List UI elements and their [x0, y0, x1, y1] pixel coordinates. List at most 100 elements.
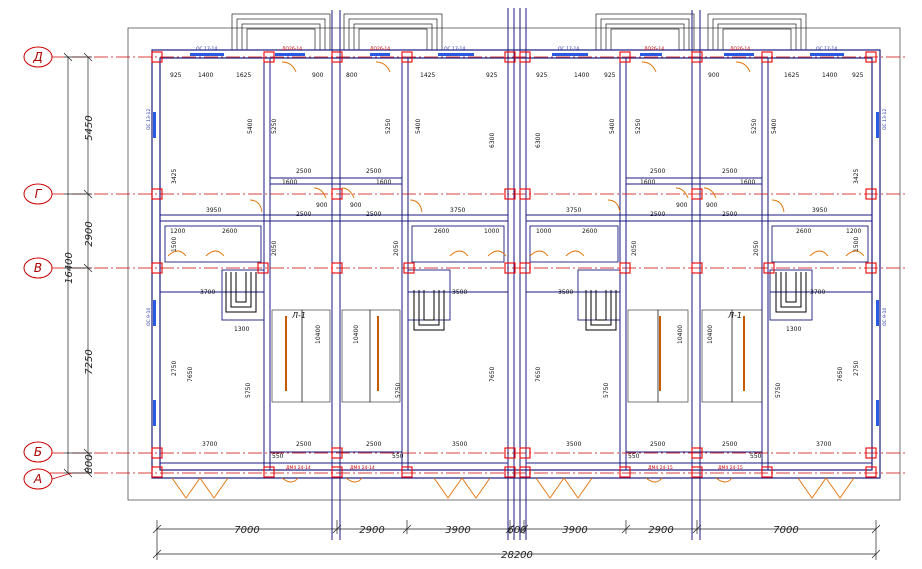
tag-door-bottom-4: ДМ4 24-15	[718, 465, 743, 471]
axis-bubble-d	[23, 46, 53, 68]
rd-top-12: 1400	[822, 72, 837, 79]
axis-label-a: А	[33, 472, 42, 486]
rd-r1-right: 3950	[812, 207, 827, 214]
rh-h4-4: 2050	[753, 241, 760, 256]
rh-h2-3: 5250	[635, 119, 642, 134]
tag-door-top-4: ДО26-14	[730, 46, 750, 52]
rd-mid-c-1: 900	[316, 202, 328, 209]
axis-label-g: Г	[35, 187, 43, 201]
horizontal-walls	[160, 177, 872, 464]
rh-h7-3: 10400	[677, 325, 684, 344]
hdim-1: 2900	[359, 525, 384, 536]
rd-r10-4: 550	[750, 453, 762, 460]
rd-mid-a-3: 2500	[650, 168, 665, 175]
rd-mid-c-2: 900	[350, 202, 362, 209]
rd-mid-a-4: 2500	[722, 168, 737, 175]
axis-label-b: Б	[34, 445, 42, 459]
stair-label-left: Л-1	[291, 311, 306, 320]
tag-window-side-right-2: ОС 9-10	[882, 308, 888, 326]
rh-h5-2: 7650	[489, 367, 496, 382]
rd-r2-right: 3750	[566, 207, 581, 214]
rd-top-3: 900	[312, 72, 324, 79]
rd-top-1: 1400	[198, 72, 213, 79]
top-vent-blocks	[231, 13, 807, 51]
rd-r4-1: 1200	[170, 228, 185, 235]
hdim-0: 7000	[234, 525, 259, 536]
rd-mid-a-7: 2500	[650, 211, 665, 218]
rh-h9-1: 3425	[171, 169, 178, 184]
rd-mid-b-4: 1600	[740, 179, 755, 186]
rh-r5-1: 1500	[171, 237, 178, 252]
stair-flights	[271, 309, 763, 403]
rd-top-9: 925	[604, 72, 616, 79]
vdim-800: 800	[84, 454, 95, 473]
rd-r9-2: 1300	[786, 326, 801, 333]
rd-r7-right: 3700	[816, 441, 831, 448]
axis-bubble-g	[23, 183, 53, 205]
axis-bubble-v	[23, 257, 53, 279]
rd-mid-c-4: 900	[706, 202, 718, 209]
rd-mid-a-bot-2: 2500	[366, 441, 381, 448]
rd-r4-2: 1200	[846, 228, 861, 235]
rd-r3-2: 2600	[434, 228, 449, 235]
tag-window-top-1: ОС 17-14	[196, 46, 217, 52]
rh-h9-2: 3425	[853, 169, 860, 184]
rd-mid-a-5: 2500	[296, 211, 311, 218]
rd-top-4: 800	[346, 72, 358, 79]
rd-r2-left: 3750	[450, 207, 465, 214]
rd-r9-1: 1300	[234, 326, 249, 333]
rh-h2-1: 5250	[271, 119, 278, 134]
rd-r6-1: 1000	[484, 228, 499, 235]
rd-top-8: 1400	[574, 72, 589, 79]
rd-top-2: 1625	[236, 72, 251, 79]
rd-r8-left-top: 3500	[452, 289, 467, 296]
rh-h1-3: 5400	[609, 119, 616, 134]
tag-window-side-right: ОС 13-12	[882, 109, 888, 130]
rh-h1-2: 5400	[415, 119, 422, 134]
rh-h5-3: 7650	[535, 367, 542, 382]
vdim-2900: 2900	[84, 221, 95, 246]
axis-label-v: В	[34, 261, 42, 275]
rh-h1-1: 5400	[247, 119, 254, 134]
rh-h2-4: 5250	[751, 119, 758, 134]
vdim-7250: 7250	[84, 349, 95, 374]
rh-h2-2: 5250	[385, 119, 392, 134]
rd-top-6: 925	[486, 72, 498, 79]
rd-mid-b-3: 1600	[640, 179, 655, 186]
rd-r10-3: 550	[628, 453, 640, 460]
rd-mid-a-2: 2500	[366, 168, 381, 175]
tag-window-side-left: ОС 13-12	[146, 109, 152, 130]
tag-door-top-3: ДО26-14	[644, 46, 664, 52]
rh-h7-4: 10400	[707, 325, 714, 344]
rd-r3-4: 2600	[796, 228, 811, 235]
column-markers	[151, 51, 877, 478]
rh-h5-1: 7650	[187, 367, 194, 382]
rh-h7-2: 10400	[353, 325, 360, 344]
rd-r7-right-top: 3700	[810, 289, 825, 296]
rd-top-0: 925	[170, 72, 182, 79]
rh-h8-2: 2750	[853, 361, 860, 376]
rh-h3-1: 6300	[489, 133, 496, 148]
tag-door-top-2: ДО26-14	[370, 46, 390, 52]
rh-h7-1: 10400	[315, 325, 322, 344]
rd-r10-1: 550	[272, 453, 284, 460]
rh-h3-2: 6300	[535, 133, 542, 148]
hdim-5: 2900	[648, 525, 673, 536]
rh-h4-3: 2050	[631, 241, 638, 256]
rd-top-11: 1625	[784, 72, 799, 79]
rh-h6-3: 5750	[603, 383, 610, 398]
axis-label-d: Д	[32, 50, 42, 64]
rh-h4-1: 2050	[271, 241, 278, 256]
hdim-6: 7000	[773, 525, 798, 536]
rh-h5-4: 7650	[837, 367, 844, 382]
top-windows	[153, 53, 879, 426]
vdim-5450: 5450	[84, 115, 95, 140]
axis-bubble-b	[23, 441, 53, 463]
tag-window-top-3: ОС 17-14	[558, 46, 579, 52]
rd-r7-left: 3700	[202, 441, 217, 448]
hdim-4: 3900	[562, 525, 587, 536]
rh-r5-2: 1500	[853, 237, 860, 252]
rd-mid-a-8: 2500	[722, 211, 737, 218]
rd-top-13: 925	[852, 72, 864, 79]
